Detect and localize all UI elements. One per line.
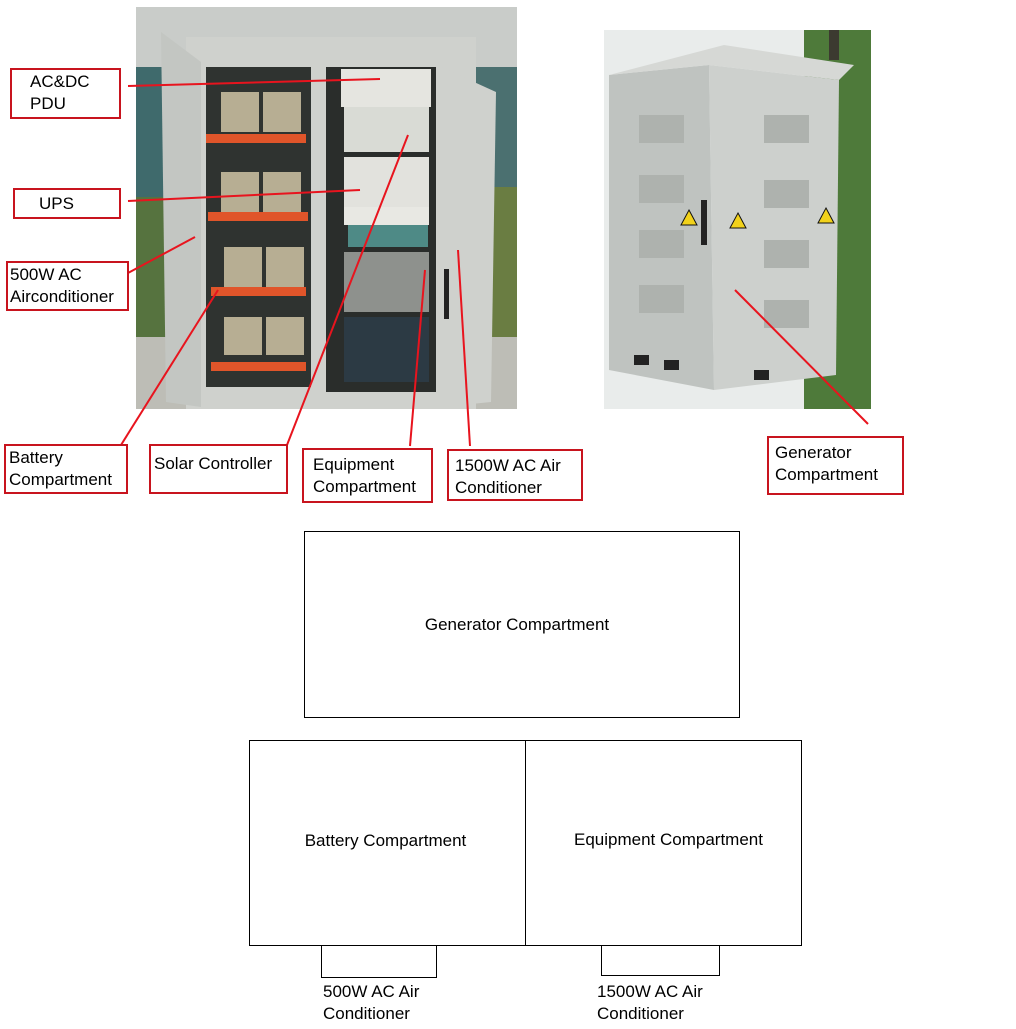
label-equipment-compartment: Equipment Compartment [302, 448, 433, 503]
diagram-battery-label: Battery Compartment [304, 831, 467, 850]
diagram-equipment-label: Equipment Compartment [574, 830, 763, 849]
label-generator-compartment: Generator Compartment [767, 436, 904, 495]
diagram-battery-compartment: Battery Compartment [249, 740, 526, 946]
label-ac-1500w: 1500W AC Air Conditioner [447, 449, 583, 501]
label-ac-500w: 500W AC Airconditioner [6, 261, 129, 311]
diagram-generator-label: Generator Compartment [424, 614, 610, 634]
label-solar-controller: Solar Controller [149, 444, 288, 494]
label-ac-dc-pdu: AC&DC PDU [10, 68, 121, 119]
generator-cabinet-photo [604, 30, 871, 409]
diagram-equipment-compartment: Equipment Compartment [525, 740, 802, 946]
diagram-ac-1500w-caption: 1500W AC Air Conditioner [597, 982, 703, 1023]
diagram-ac-500w-unit [321, 945, 437, 978]
open-cabinet-photo [136, 7, 517, 409]
label-battery-compartment: Battery Compartment [4, 444, 128, 494]
label-ups: UPS [13, 188, 121, 219]
diagram-ac-1500w-unit [601, 945, 720, 976]
diagram-generator-compartment: Generator Compartment [304, 531, 740, 718]
diagram-ac-500w-caption: 500W AC Air Conditioner [323, 982, 420, 1023]
